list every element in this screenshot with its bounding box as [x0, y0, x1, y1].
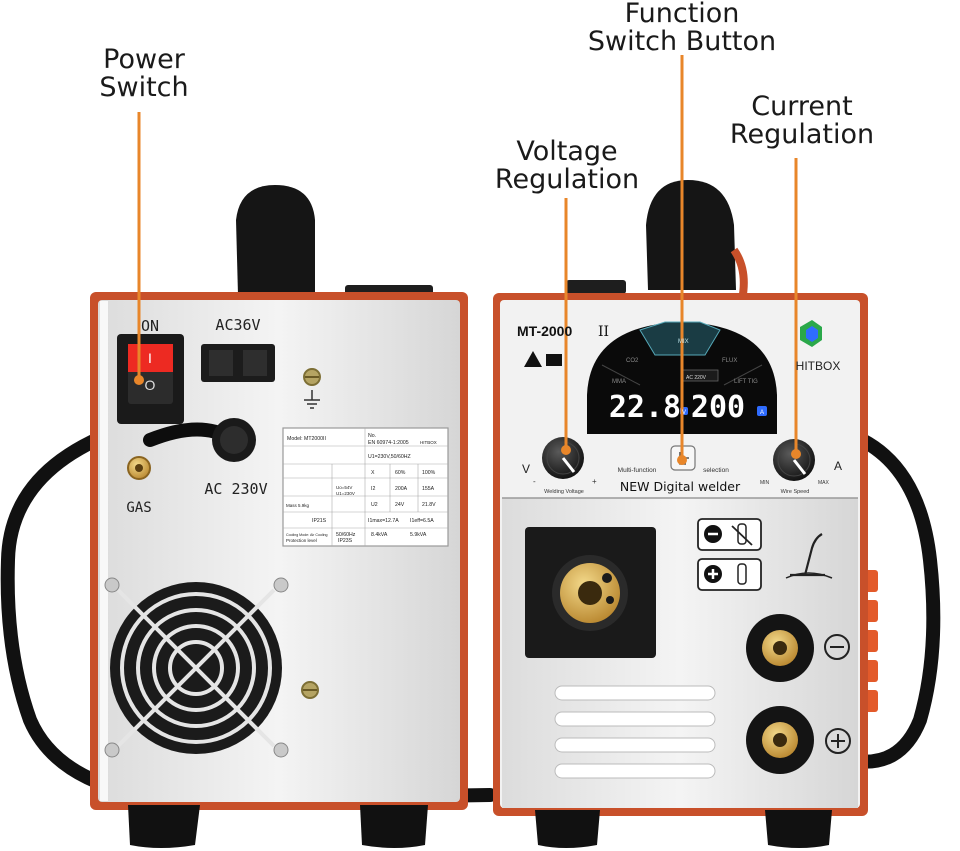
plate-protection-val: IP23S	[338, 538, 353, 544]
front-model: MT-2000	[517, 323, 572, 339]
callout-function-switch: Function Switch Button	[572, 0, 792, 56]
plate-supply: U1=230V,50/60HZ	[368, 454, 411, 460]
callout-current-regulation: Current Regulation	[712, 93, 892, 149]
switch-mark-on: I	[148, 350, 152, 366]
front-model-suffix: II	[598, 324, 609, 340]
plate-x-100: 100%	[422, 470, 436, 476]
voltage-readout: 22.8	[609, 390, 681, 425]
plate-kva1: 8.4kVA	[371, 532, 388, 538]
plate-u2-a: 24V	[395, 502, 405, 508]
plate-uo: Uo=54V	[336, 485, 352, 490]
back-handle	[236, 185, 315, 295]
plate-ieff: I1eff=6.5A	[410, 518, 434, 524]
vent-slots	[554, 685, 716, 779]
multi-function-label: Multi-function	[618, 467, 657, 474]
mode-flux: FLUX	[722, 358, 737, 364]
plus-symbol	[825, 728, 851, 754]
leader-lines	[137, 55, 798, 458]
callout-function-line1: Function	[624, 0, 740, 29]
plate-brand: HITBOX	[420, 440, 437, 445]
plate-u2-b: 21.8V	[422, 502, 436, 508]
plate-i2-a: 200A	[395, 486, 408, 492]
mode-mix: MIX	[678, 339, 689, 345]
plate-x-60: 60%	[395, 470, 406, 476]
callout-function-line2: Switch Button	[587, 26, 777, 57]
plate-no: No.	[368, 433, 376, 439]
plate-u2: U2	[371, 502, 378, 508]
plate-standard: EN 60974-1:2005	[368, 440, 409, 446]
plate-mass: Mass 5.9kg	[286, 503, 310, 508]
front-brand: HITBOX	[796, 359, 841, 373]
mode-mma: MMA	[612, 379, 626, 385]
unit-a: A	[760, 410, 764, 416]
callout-current-line1: Current	[751, 91, 853, 122]
mode-co2: CO2	[626, 358, 639, 364]
ac-badge: AC 220V	[686, 375, 707, 381]
callout-power-switch-line2: Switch	[99, 72, 189, 103]
plate-i2: I2	[371, 486, 375, 492]
ac230v-label: AC 230V	[204, 480, 267, 498]
plate-u1: U1=230V	[336, 491, 355, 496]
current-readout: 200	[691, 390, 745, 425]
knob-plus: +	[592, 477, 597, 486]
welding-voltage-label: Welding Voltage	[544, 489, 584, 495]
callout-voltage-regulation: Voltage Regulation	[467, 138, 667, 194]
plate-protection: Protection level	[286, 538, 317, 543]
knob-max: MAX	[818, 480, 830, 486]
callout-voltage-line1: Voltage	[516, 136, 618, 167]
callout-current-line2: Regulation	[729, 119, 875, 150]
callout-power-switch: Power Switch	[64, 46, 224, 102]
new-digital-welder-label: NEW Digital welder	[620, 479, 741, 494]
gas-label: GAS	[126, 500, 151, 516]
ac36v-label: AC36V	[215, 316, 260, 334]
plate-ip: IP21S	[312, 518, 327, 524]
selection-label: selection	[703, 467, 729, 474]
minus-symbol	[824, 634, 850, 660]
plate-kva2: 5.9kVA	[410, 532, 427, 538]
v-label: V	[522, 462, 530, 476]
rating-plate	[282, 427, 449, 547]
callout-voltage-line2: Regulation	[494, 164, 640, 195]
plate-x: X	[371, 470, 375, 476]
wire-speed-label: Wire Speed	[781, 489, 810, 495]
mode-lift-tig: LIFT TIG	[734, 379, 758, 385]
plate-imax: I1max=12.7A	[368, 518, 399, 524]
plate-model: Model: MT2000II	[287, 436, 326, 442]
on-label: ON	[141, 317, 159, 335]
a-label: A	[834, 459, 842, 473]
callout-power-switch-line1: Power	[103, 44, 185, 75]
switch-mark-off: O	[145, 377, 156, 393]
knob-min: MIN	[760, 480, 770, 486]
plate-cooling: Cooling Mode: Air Cooling	[286, 533, 328, 537]
front-handle	[646, 180, 736, 290]
knob-minus: -	[533, 477, 536, 486]
plate-freq: 50/60Hz	[336, 532, 356, 538]
plate-i2-b: 155A	[422, 486, 435, 492]
unit-v: V	[682, 410, 686, 416]
